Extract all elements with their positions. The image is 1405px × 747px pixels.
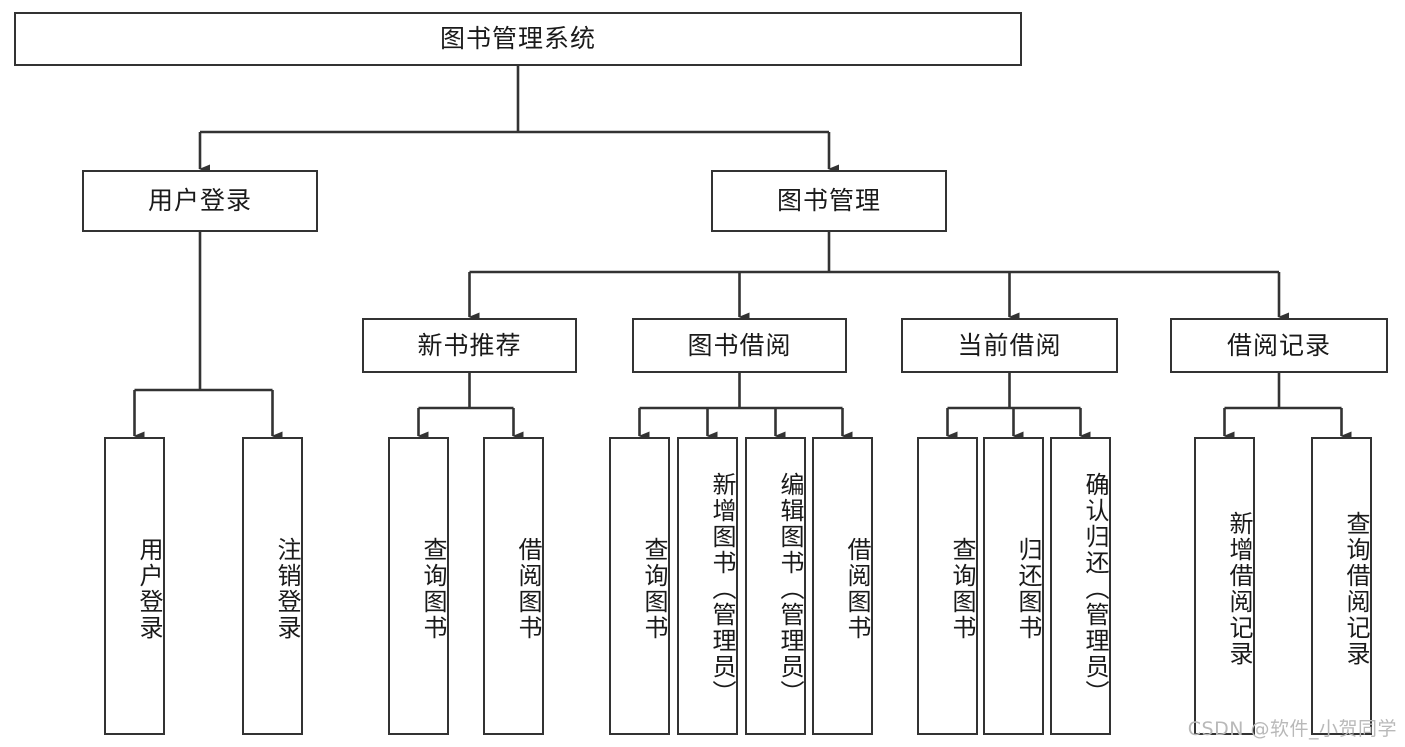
node-new-book-recommend[interactable]: 新书推荐: [362, 318, 577, 373]
node-leaf-confirm-return[interactable]: 确认归还（管理员）: [1050, 437, 1111, 735]
node-user-login[interactable]: 用户登录: [82, 170, 318, 232]
node-leaf-user-login[interactable]: 用户登录: [104, 437, 165, 735]
node-leaf-borrow-book-recommend[interactable]: 借阅图书: [483, 437, 544, 735]
node-leaf-query-book[interactable]: 查询图书: [609, 437, 670, 735]
node-leaf-add-borrow-record[interactable]: 新增借阅记录: [1194, 437, 1255, 735]
node-leaf-add-book[interactable]: 新增图书（管理员）: [677, 437, 738, 735]
node-borrow-record[interactable]: 借阅记录: [1170, 318, 1388, 373]
node-leaf-query-borrow-record[interactable]: 查询借阅记录: [1311, 437, 1372, 735]
node-leaf-query-book-recommend[interactable]: 查询图书: [388, 437, 449, 735]
node-leaf-query-book-current[interactable]: 查询图书: [917, 437, 978, 735]
node-leaf-logout[interactable]: 注销登录: [242, 437, 303, 735]
node-book-manage[interactable]: 图书管理: [711, 170, 947, 232]
node-leaf-borrow-book[interactable]: 借阅图书: [812, 437, 873, 735]
node-book-borrow[interactable]: 图书借阅: [632, 318, 847, 373]
node-leaf-edit-book[interactable]: 编辑图书（管理员）: [745, 437, 806, 735]
csdn-watermark: CSDN @软件_小贺同学: [1187, 718, 1397, 740]
node-root[interactable]: 图书管理系统: [14, 12, 1022, 66]
node-leaf-return-book[interactable]: 归还图书: [983, 437, 1044, 735]
node-current-borrow[interactable]: 当前借阅: [901, 318, 1118, 373]
